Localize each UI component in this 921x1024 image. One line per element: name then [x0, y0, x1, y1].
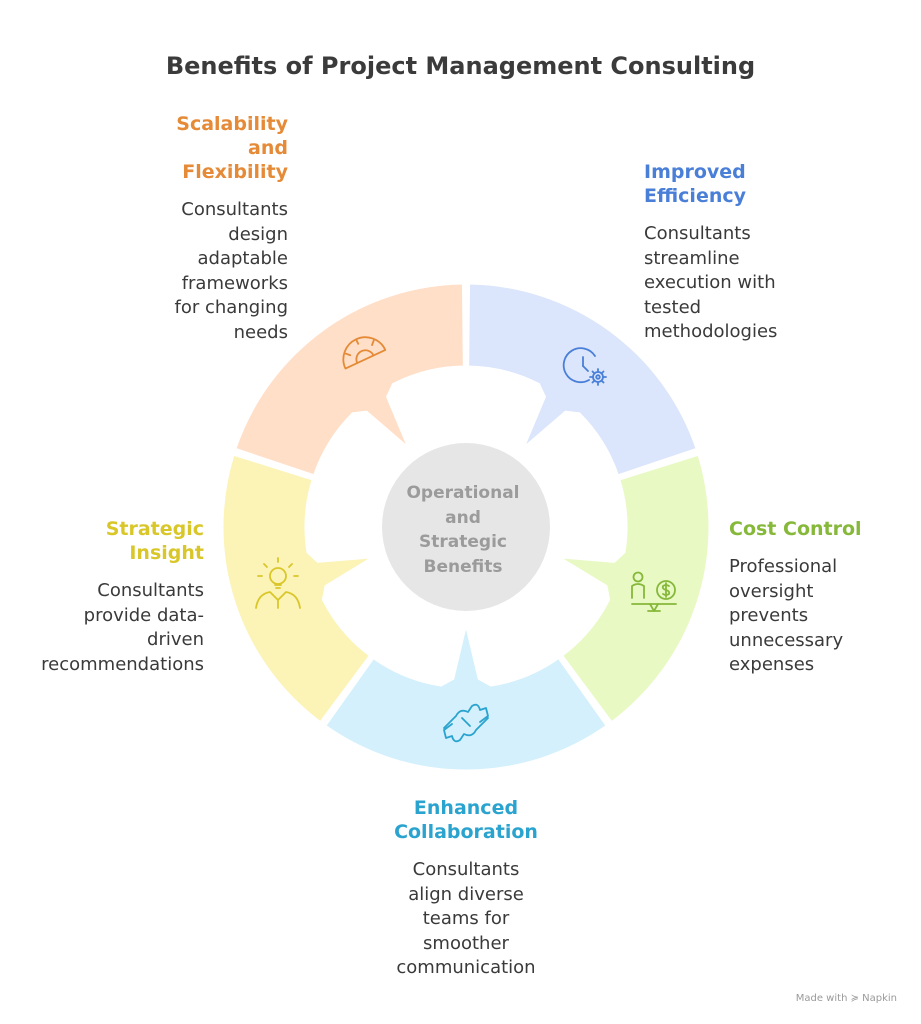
benefit-title: Enhanced Collaboration	[366, 796, 566, 844]
benefit-description: Consultants align diverse teams for smoo…	[366, 858, 566, 981]
title-line: Enhanced	[413, 797, 519, 819]
title-line: Strategic	[105, 518, 204, 540]
desc-line: communication	[396, 957, 536, 978]
desc-line: expenses	[729, 654, 815, 675]
benefit-description: Consultants design adaptable frameworks …	[120, 198, 288, 345]
desc-line: smoother	[423, 932, 509, 954]
desc-line: streamline	[644, 247, 740, 269]
title-line: Insight	[129, 542, 204, 564]
benefit-title: Cost Control	[729, 517, 909, 541]
icons-layer	[255, 336, 677, 743]
desc-line: Professional	[729, 556, 838, 577]
benefit-strategic-insight: Strategic Insight Consultants provide da…	[20, 517, 204, 677]
center-label: Operational and Strategic Benefits	[390, 481, 536, 579]
desc-line: tested	[644, 296, 702, 318]
segment-collaboration	[322, 622, 610, 773]
center-line: Operational	[406, 483, 520, 503]
desc-line: Consultants	[412, 859, 520, 880]
desc-line: oversight	[729, 580, 814, 602]
benefit-description: Consultants provide data- driven recomme…	[20, 579, 204, 677]
benefit-title: Strategic Insight	[20, 517, 204, 565]
desc-line: design	[228, 223, 288, 245]
segment-efficiency	[466, 281, 700, 478]
segment-scalability	[232, 281, 466, 478]
desc-line: methodologies	[644, 321, 778, 342]
diagram-title: Benefits of Project Management Consultin…	[165, 52, 756, 80]
desc-line: recommendations	[41, 653, 204, 675]
clock-gear-icon	[562, 347, 607, 386]
title-line: Improved	[644, 161, 746, 183]
desc-line: execution with	[644, 272, 776, 293]
desc-line: Consultants	[644, 223, 751, 244]
benefit-collaboration: Enhanced Collaboration Consultants align…	[366, 796, 566, 981]
title-line: and	[248, 137, 288, 159]
benefit-description: Professional oversight prevents unnecess…	[729, 555, 909, 678]
desc-line: prevents	[729, 605, 809, 626]
desc-line: needs	[233, 321, 288, 343]
benefit-description: Consultants streamline execution with te…	[644, 222, 804, 345]
desc-line: adaptable	[197, 248, 288, 269]
puzzle-hands-icon	[443, 703, 489, 743]
center-line: Benefits	[423, 556, 503, 577]
title-line: Scalability	[176, 113, 288, 135]
segments-layer	[220, 281, 712, 773]
benefit-title: Scalability and Flexibility	[120, 112, 288, 184]
benefit-title: Improved Efficiency	[644, 160, 804, 208]
center-line: and	[445, 507, 481, 528]
desc-line: teams for	[422, 908, 510, 929]
desc-line: Consultants	[97, 580, 204, 601]
desc-line: align diverse	[408, 883, 524, 905]
title-line: Efficiency	[644, 185, 747, 207]
center-line: Strategic	[419, 532, 507, 552]
benefit-scalability: Scalability and Flexibility Consultants …	[120, 112, 288, 345]
desc-line: unnecessary	[729, 629, 844, 651]
benefit-efficiency: Improved Efficiency Consultants streamli…	[644, 160, 804, 345]
title-line: Collaboration	[394, 821, 538, 843]
segment-strategic	[220, 452, 376, 725]
lightbulb-person-icon	[255, 557, 301, 609]
center-hub	[382, 443, 550, 611]
benefit-cost-control: Cost Control Professional oversight prev…	[729, 517, 909, 678]
desc-line: for changing	[174, 297, 288, 318]
title-line: Cost Control	[729, 518, 862, 540]
person-balance-dollar-icon	[631, 571, 677, 612]
segment-cost	[556, 452, 712, 725]
desc-line: Consultants	[181, 199, 288, 220]
title-line: Flexibility	[182, 161, 288, 183]
watermark: Made with ≽ Napkin	[795, 993, 897, 1004]
protractor-icon	[342, 336, 387, 370]
desc-line: provide data-	[83, 604, 204, 626]
desc-line: frameworks	[181, 272, 288, 294]
desc-line: driven	[147, 629, 204, 650]
